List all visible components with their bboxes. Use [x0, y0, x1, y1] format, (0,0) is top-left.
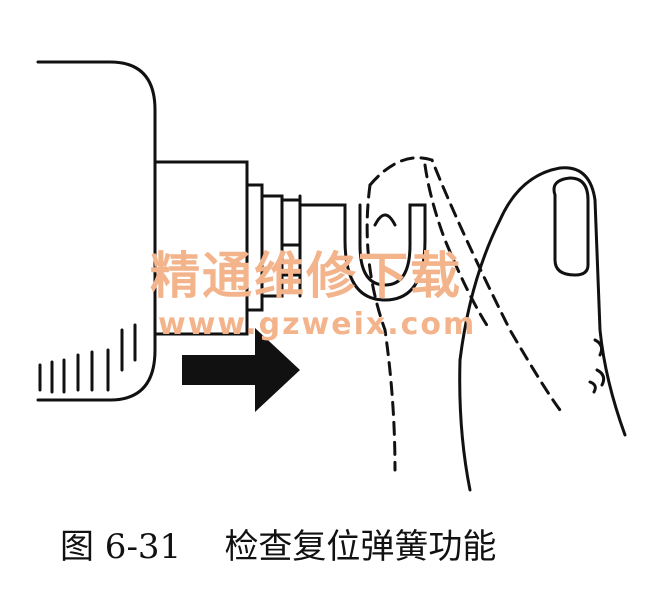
figure-caption: 图 6-31 检查复位弹簧功能	[60, 526, 496, 568]
caption-number: 图 6-31	[60, 527, 182, 567]
reset-spring	[298, 203, 427, 302]
caption-title: 检查复位弹簧功能	[224, 527, 497, 567]
watermark-name: 精通维修下载	[150, 246, 462, 305]
finger-dashed	[365, 156, 562, 472]
watermark-url: www.gzweix.com	[158, 307, 477, 342]
tool-nose	[153, 160, 302, 336]
tool-body	[36, 60, 157, 402]
arrow	[182, 328, 300, 412]
thumb	[458, 166, 627, 492]
